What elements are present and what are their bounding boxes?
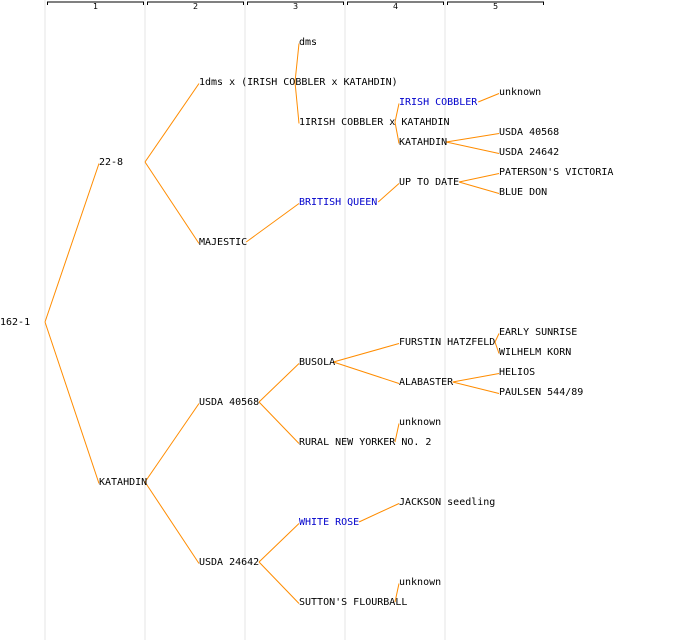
pedigree-edge	[494, 333, 500, 343]
variety-name: PATERSON'S VICTORIA	[499, 167, 613, 178]
pedigree-edge	[258, 363, 300, 403]
pedigree-edge	[478, 93, 500, 103]
variety-name: HELIOS	[499, 367, 535, 378]
generation-label: 2	[193, 2, 198, 11]
variety-name: USDA 24642	[499, 147, 559, 158]
variety-name: 1IRISH COBBLER x KATAHDIN	[299, 117, 450, 128]
pedigree-edge	[358, 503, 400, 523]
variety-name: EARLY SUNRISE	[499, 327, 577, 338]
generation-label: 5	[493, 2, 498, 11]
pedigree-edge	[333, 343, 400, 363]
pedigree-edge	[44, 321, 100, 484]
variety-name: WILHELM KORN	[499, 347, 571, 358]
pedigree-edge	[144, 403, 200, 483]
generation-label: 1	[93, 2, 98, 11]
variety-name: UP TO DATE	[399, 177, 459, 188]
variety-name: dms	[299, 37, 317, 48]
generation-header-bracket	[147, 1, 244, 5]
pedigree-edge	[294, 43, 300, 83]
generation-label: 3	[293, 2, 298, 11]
pedigree-edge	[394, 103, 400, 123]
pedigree-edge	[294, 81, 300, 124]
pedigree-edge	[452, 373, 500, 383]
variety-name: FURSTIN HATZFELD	[399, 337, 495, 348]
pedigree-edges	[44, 43, 500, 604]
pedigree-edge	[394, 423, 400, 443]
variety-name: USDA 40568	[199, 397, 259, 408]
variety-name: unknown	[399, 577, 441, 588]
variety-name: BUSOLA	[299, 357, 335, 368]
pedigree-edge	[333, 361, 400, 384]
variety-link[interactable]: BRITISH QUEEN	[299, 197, 377, 208]
pedigree-edge	[258, 401, 300, 444]
pedigree-edge	[144, 481, 200, 564]
pedigree-edge	[144, 83, 200, 163]
pedigree-edge	[258, 523, 300, 563]
pedigree-edge	[394, 121, 400, 144]
variety-name: BLUE DON	[499, 187, 547, 198]
variety-name: PAULSEN 544/89	[499, 387, 583, 398]
pedigree-edge	[494, 341, 500, 354]
variety-name: MAJESTIC	[199, 237, 247, 248]
pedigree-edge	[44, 163, 100, 323]
pedigree-edge	[394, 583, 400, 603]
variety-name: 1dms x (IRISH COBBLER x KATAHDIN)	[199, 77, 398, 88]
pedigree-edge	[458, 173, 500, 183]
variety-name: USDA 24642	[199, 557, 259, 568]
variety-name: ALABASTER	[399, 377, 454, 388]
generation-columns: 1 2 3 4 5	[44, 0, 544, 640]
generation-label: 4	[393, 2, 398, 11]
generation-header-bracket	[447, 1, 544, 5]
variety-name: 162-1	[0, 317, 30, 328]
variety-link[interactable]: WHITE ROSE	[299, 517, 359, 528]
generation-header-bracket	[47, 1, 144, 5]
pedigree-edge	[144, 161, 200, 244]
variety-name: KATAHDIN	[99, 477, 147, 488]
pedigree-edge	[446, 133, 500, 143]
variety-name: RURAL NEW YORKER NO. 2	[299, 437, 431, 448]
variety-name: JACKSON seedling	[399, 497, 495, 508]
pedigree-edge	[452, 381, 500, 394]
pedigree-edge	[377, 183, 400, 203]
variety-link[interactable]: IRISH COBBLER	[399, 97, 478, 108]
variety-name: KATAHDIN	[399, 137, 447, 148]
variety-name: unknown	[499, 87, 541, 98]
variety-name: unknown	[399, 417, 441, 428]
variety-name: USDA 40568	[499, 127, 559, 138]
generation-header-bracket	[247, 1, 344, 5]
variety-name: SUTTON'S FLOURBALL	[299, 597, 407, 608]
pedigree-edge	[446, 141, 500, 154]
pedigree-edge	[245, 203, 300, 243]
generation-header-bracket	[347, 1, 444, 5]
pedigree-edge	[258, 561, 300, 604]
variety-name: 22-8	[99, 157, 123, 168]
pedigree-edge	[458, 181, 500, 194]
